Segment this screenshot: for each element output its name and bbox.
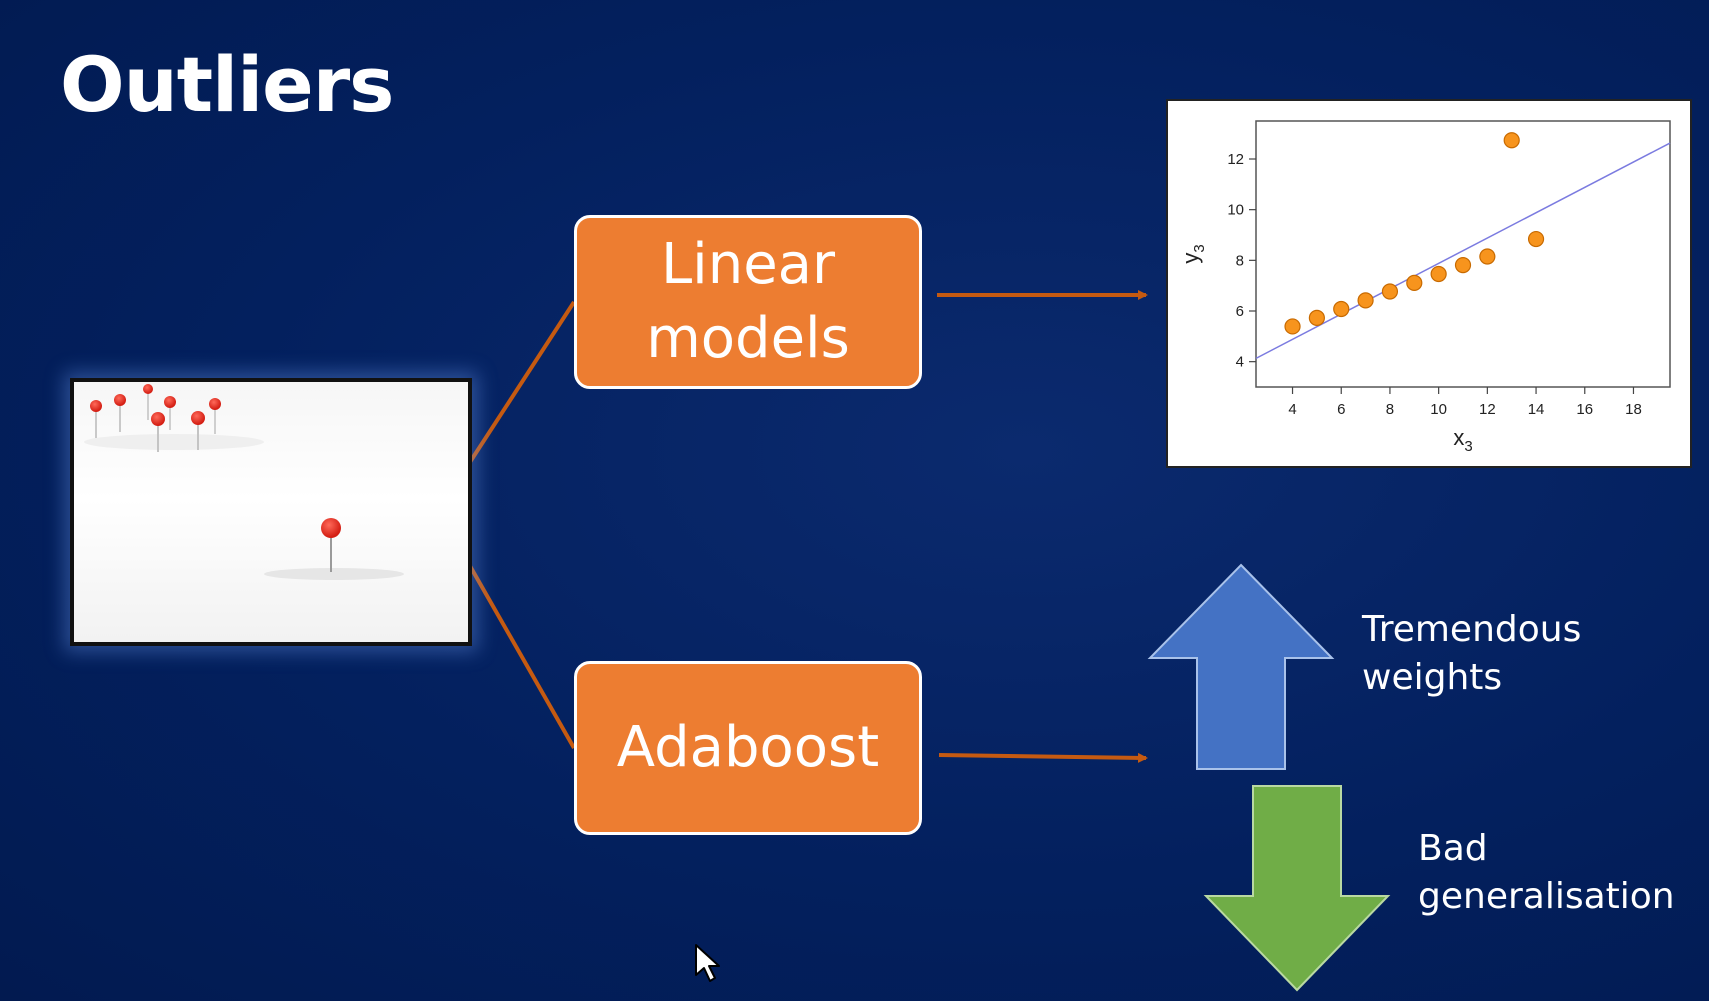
y-tick-label: 8 bbox=[1236, 252, 1244, 269]
tremendous-weights-caption: Tremendous weights bbox=[1362, 609, 1582, 698]
up-arrow-icon bbox=[1147, 563, 1335, 770]
data-point bbox=[1527, 230, 1545, 248]
data-point bbox=[1406, 274, 1423, 291]
data-point bbox=[1454, 257, 1472, 274]
linear-models-label: Linear models bbox=[646, 232, 850, 371]
data-point bbox=[1381, 283, 1399, 300]
slide-title: Outliers bbox=[60, 40, 394, 129]
y-tick-label: 12 bbox=[1227, 151, 1244, 168]
x-tick-label: 16 bbox=[1576, 401, 1593, 418]
adaboost-label: Adaboost bbox=[616, 715, 880, 780]
x-tick-label: 10 bbox=[1430, 401, 1447, 418]
y-tick-label: 6 bbox=[1236, 303, 1244, 320]
y-tick-label: 10 bbox=[1227, 202, 1244, 219]
data-point bbox=[1357, 292, 1374, 309]
scatter-plot: 4 6 8 10 12 14 16 18 4 6 8 10 12 x3 y3 bbox=[1178, 120, 1671, 455]
outlier-photo bbox=[70, 378, 472, 646]
x-tick-label: 14 bbox=[1528, 401, 1545, 418]
data-point bbox=[1479, 248, 1496, 265]
fit-line bbox=[1255, 142, 1671, 360]
pin-cluster bbox=[90, 384, 221, 452]
x-tick-label: 4 bbox=[1288, 401, 1296, 418]
x-tick-label: 12 bbox=[1479, 401, 1496, 418]
data-point bbox=[1284, 318, 1301, 335]
x-tick-label: 8 bbox=[1386, 401, 1394, 418]
mouse-cursor-icon bbox=[695, 944, 720, 982]
outlier-pin bbox=[321, 518, 341, 572]
anscombe-chart: 4 6 8 10 12 14 16 18 4 6 8 10 12 x3 y3 bbox=[1166, 99, 1692, 468]
connector-photo-to-linear bbox=[468, 300, 576, 464]
data-point bbox=[1503, 132, 1520, 149]
data-point bbox=[1333, 300, 1350, 318]
data-point bbox=[1308, 309, 1325, 326]
down-arrow-icon bbox=[1203, 785, 1391, 992]
adaboost-box: Adaboost bbox=[574, 661, 922, 835]
red-pins-in-snow-photo bbox=[84, 384, 404, 580]
x-axis-label: x3 bbox=[1453, 425, 1472, 455]
data-point bbox=[1430, 265, 1447, 283]
x-tick-label: 6 bbox=[1337, 401, 1345, 418]
connector-photo-to-adaboost bbox=[468, 565, 576, 749]
y-tick-label: 4 bbox=[1236, 354, 1244, 371]
x-tick-label: 18 bbox=[1625, 401, 1642, 418]
arrow-adaboost-to-weights bbox=[938, 752, 1148, 763]
plot-area bbox=[1255, 120, 1671, 388]
bad-generalisation-caption: Bad generalisation bbox=[1418, 828, 1675, 917]
linear-models-box: Linear models bbox=[574, 215, 922, 389]
y-axis-label: y3 bbox=[1178, 244, 1208, 263]
